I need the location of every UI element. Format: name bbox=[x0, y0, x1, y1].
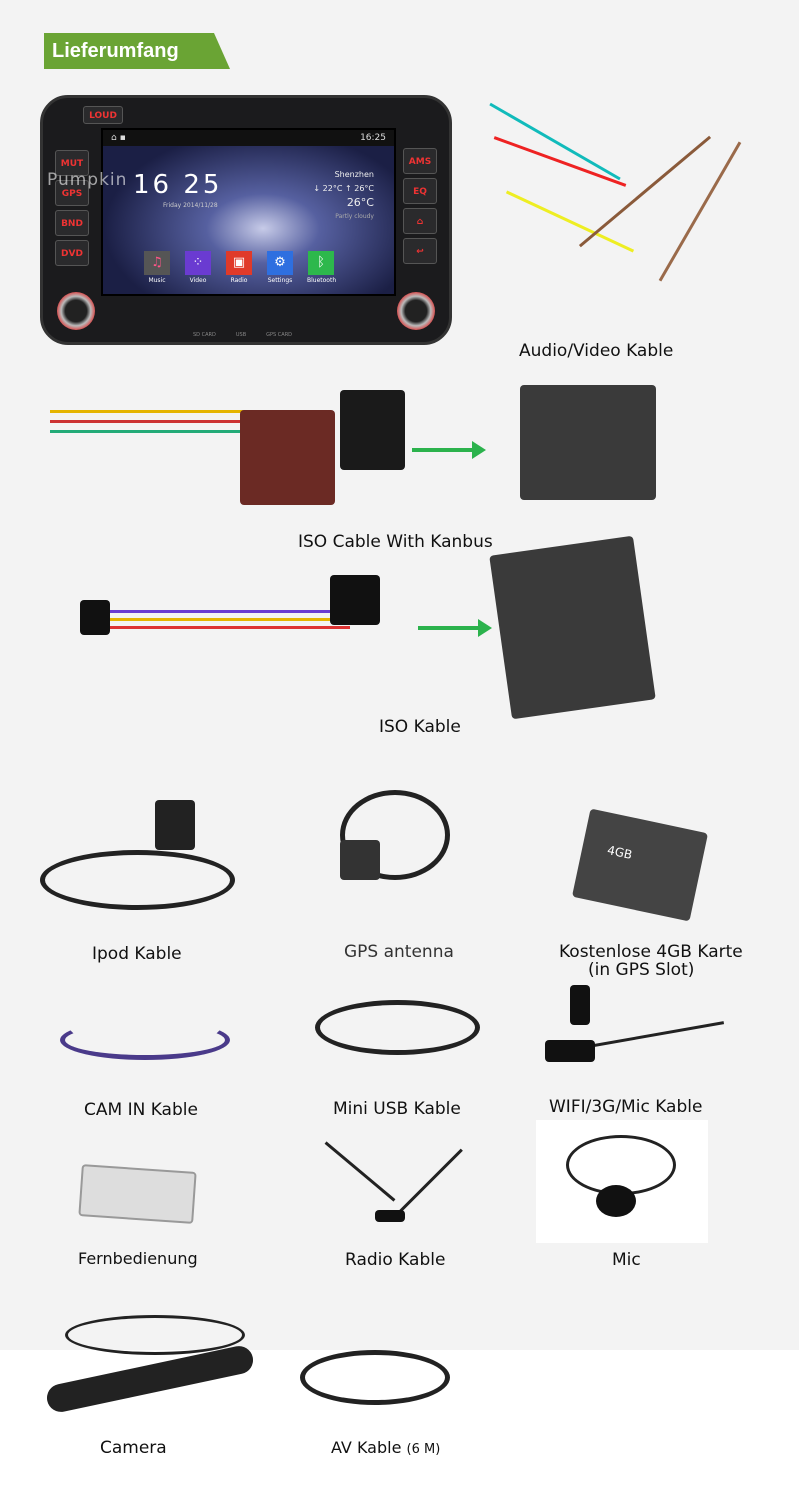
radio-icon: ▣ bbox=[226, 251, 252, 275]
gear-icon: ⚙ bbox=[267, 251, 293, 275]
eq-button: EQ bbox=[403, 178, 437, 204]
app-music: ♫ Music bbox=[143, 251, 171, 284]
bluetooth-icon: ᛒ bbox=[308, 251, 334, 275]
label-gps: GPS antenna bbox=[344, 942, 454, 962]
app-label: Music bbox=[148, 277, 166, 284]
mut-button: MUT bbox=[55, 150, 89, 176]
app-settings: ⚙ Settings bbox=[266, 251, 294, 284]
port-label: SD CARD bbox=[193, 332, 216, 338]
av6-length: (6 M) bbox=[406, 1442, 441, 1457]
label-remote: Fernbedienung bbox=[78, 1249, 198, 1268]
tune-knob bbox=[397, 292, 435, 330]
wifi-cable-image bbox=[545, 985, 735, 1080]
iso-cable-image bbox=[80, 570, 400, 660]
label-mini-usb: Mini USB Kable bbox=[333, 1099, 461, 1119]
current-temp: 26°C bbox=[346, 196, 374, 209]
clock: 16 25 bbox=[133, 170, 223, 200]
ams-button: AMS bbox=[403, 148, 437, 174]
home-icon: ⌂ bbox=[403, 208, 437, 234]
section-title: Lieferumfang bbox=[44, 33, 230, 69]
camera-image bbox=[44, 1310, 260, 1425]
dvd-button: DVD bbox=[55, 240, 89, 266]
arrow-icon bbox=[412, 441, 486, 459]
city: Shenzhen bbox=[334, 170, 374, 179]
temps: ↓ 22°C ↑ 26°C bbox=[313, 184, 374, 193]
app-bluetooth: ᛒ Bluetooth bbox=[307, 251, 337, 284]
iso-connector-image bbox=[489, 535, 656, 720]
gps-antenna-block bbox=[340, 840, 380, 880]
radio-cable-image bbox=[305, 1130, 475, 1230]
label-av-kable: Audio/Video Kable bbox=[519, 341, 674, 361]
label-card: Kostenlose 4GB Karte bbox=[559, 942, 743, 962]
head-unit-screen: ⌂ ▪16:25 16 25 Friday 2014/11/28 Shenzhe… bbox=[101, 128, 396, 296]
label-radio: Radio Kable bbox=[345, 1250, 446, 1270]
label-wifi: WIFI/3G/Mic Kable bbox=[549, 1097, 703, 1117]
kanbus-connector-image bbox=[520, 385, 656, 500]
av6-cable-image bbox=[300, 1350, 450, 1405]
back-icon: ↩ bbox=[403, 238, 437, 264]
app-label: Video bbox=[189, 277, 207, 284]
mic-image bbox=[536, 1120, 708, 1243]
app-label: Radio bbox=[230, 277, 248, 284]
card-size: 4GB bbox=[605, 843, 634, 862]
date: Friday 2014/11/28 bbox=[163, 202, 218, 209]
app-radio: ▣ Radio bbox=[225, 251, 253, 284]
av6-name: AV Kable bbox=[331, 1438, 402, 1457]
volume-knob bbox=[57, 292, 95, 330]
port-label: USB bbox=[235, 332, 247, 338]
label-iso: ISO Kable bbox=[379, 717, 461, 737]
av-cable-image bbox=[470, 100, 790, 330]
iso-kanbus-cable-image bbox=[40, 370, 410, 510]
cam-in-cable-image bbox=[60, 1020, 230, 1060]
remote-image bbox=[78, 1164, 197, 1224]
loud-button: LOUD bbox=[83, 106, 123, 124]
arrow-icon bbox=[418, 619, 492, 637]
weather: Partly cloudy bbox=[335, 213, 374, 220]
head-unit-image: LOUD MUT GPS BND DVD AMS EQ ⌂ ↩ ⌂ ▪16:25… bbox=[40, 95, 452, 345]
label-cam-in: CAM IN Kable bbox=[84, 1100, 198, 1120]
ipod-connector bbox=[155, 800, 195, 850]
label-ipod: Ipod Kable bbox=[92, 944, 182, 964]
mini-usb-cable-image bbox=[315, 1000, 480, 1055]
video-icon: ⁘ bbox=[185, 251, 211, 275]
gps-button: GPS bbox=[55, 180, 89, 206]
sd-card-image: 4GB bbox=[571, 808, 709, 922]
ipod-cable-image bbox=[40, 850, 235, 910]
label-av6: AV Kable (6 M) bbox=[331, 1438, 440, 1457]
status-time: 16:25 bbox=[360, 133, 386, 143]
app-label: Bluetooth bbox=[307, 277, 337, 284]
music-icon: ♫ bbox=[144, 251, 170, 275]
label-card-note: (in GPS Slot) bbox=[588, 960, 695, 980]
label-camera: Camera bbox=[100, 1438, 167, 1458]
label-mic: Mic bbox=[612, 1250, 641, 1270]
label-iso-kanbus: ISO Cable With Kanbus bbox=[298, 532, 493, 552]
weather-widget: Shenzhen ↓ 22°C ↑ 26°C 26°C Partly cloud… bbox=[313, 168, 374, 224]
gps-antenna-image bbox=[340, 790, 450, 880]
bnd-button: BND bbox=[55, 210, 89, 236]
app-video: ⁘ Video bbox=[184, 251, 212, 284]
app-row: ♫ Music ⁘ Video ▣ Radio ⚙ Settings ᛒ Bluetoot… bbox=[143, 251, 337, 284]
ports: SD CARD USB GPS CARD bbox=[193, 332, 292, 338]
status-bar: ⌂ ▪16:25 bbox=[103, 130, 394, 146]
port-label: GPS CARD bbox=[266, 332, 293, 338]
app-label: Settings bbox=[267, 277, 293, 284]
